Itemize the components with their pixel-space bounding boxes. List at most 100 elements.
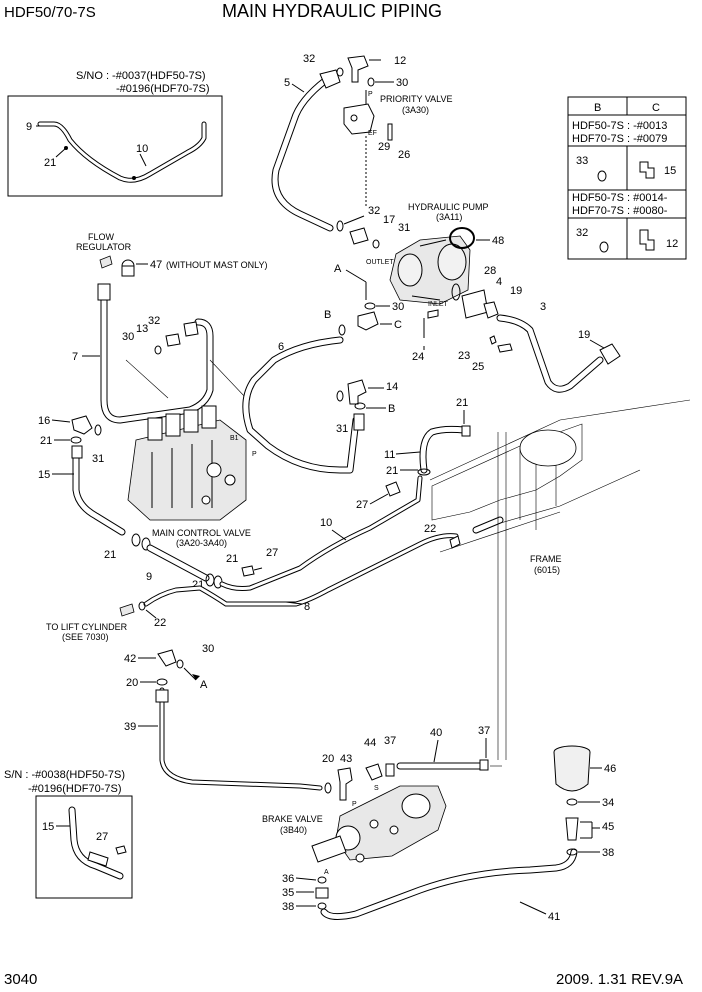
lift-cylinder-label: TO LIFT CYLINDER xyxy=(46,622,128,632)
callout-4: 4 xyxy=(496,276,502,288)
inset-box-top xyxy=(7,95,223,197)
callout-34: 34 xyxy=(602,797,614,809)
callout-26: 26 xyxy=(398,149,410,161)
callout-21-left: 21 xyxy=(40,435,52,447)
port-outlet: OUTLET xyxy=(366,259,394,266)
callout-27-inset: 27 xyxy=(96,831,108,843)
callout-48: 48 xyxy=(492,235,504,247)
callout-30-left: 30 xyxy=(122,331,134,343)
callout-27-upper: 27 xyxy=(356,499,368,511)
table-row1-line1: HDF50-7S : -#0013 xyxy=(572,120,667,132)
priority-valve-ref: (3A30) xyxy=(402,105,429,115)
callout-a-pump: A xyxy=(334,263,342,275)
callout-10: 10 xyxy=(320,517,332,529)
callout-31-left: 31 xyxy=(92,453,104,465)
callout-20-lower: 20 xyxy=(126,677,138,689)
main-control-valve-label: MAIN CONTROL VALVE xyxy=(152,528,251,538)
serial-note-top-line2: -#0196(HDF70-7S) xyxy=(116,83,210,95)
callout-38-right: 38 xyxy=(602,847,614,859)
date-revision: 2009. 1.31 REV.9A xyxy=(556,971,683,988)
callout-15-left: 15 xyxy=(38,469,50,481)
callout-11: 11 xyxy=(384,449,395,461)
callout-19-pump: 19 xyxy=(510,285,522,297)
callout-32-left: 32 xyxy=(148,315,160,327)
table-col-b: B xyxy=(594,102,601,114)
callout-30-top: 30 xyxy=(396,77,408,89)
callout-22-lift: 22 xyxy=(154,617,166,629)
callout-14: 14 xyxy=(386,381,398,393)
callout-5: 5 xyxy=(284,77,290,89)
callout-30-pump: 30 xyxy=(392,301,404,313)
callout-20-brake: 20 xyxy=(322,753,334,765)
callout-23: 23 xyxy=(458,350,470,362)
callout-9: 9 xyxy=(146,571,152,583)
callout-31-mid: 31 xyxy=(336,423,348,435)
callout-21-inset: 21 xyxy=(44,157,56,169)
table-row2-part-c: 12 xyxy=(666,238,678,250)
callout-21-top: 21 xyxy=(456,397,468,409)
callout-29: 29 xyxy=(378,141,390,153)
callout-38-bottom: 38 xyxy=(282,901,294,913)
callout-32-top: 32 xyxy=(303,53,315,65)
callout-46: 46 xyxy=(604,763,616,775)
callout-39: 39 xyxy=(124,721,136,733)
main-control-valve xyxy=(127,405,247,521)
serial-note-bottom-line1: S/N : -#0038(HDF50-7S) xyxy=(4,769,125,781)
callout-b-pump: B xyxy=(324,309,331,321)
inset-box-bottom xyxy=(35,795,133,899)
callout-45: 45 xyxy=(602,821,614,833)
callout-31-pump: 31 xyxy=(398,222,410,234)
serial-note-bottom-line2: -#0196(HDF70-7S) xyxy=(28,783,122,795)
callout-15-inset: 15 xyxy=(42,821,54,833)
port-s-brake: S xyxy=(374,785,379,792)
port-p-mcv: P xyxy=(252,451,257,458)
brake-valve-ref: (3B40) xyxy=(280,825,307,835)
frame-ref: (6015) xyxy=(534,565,560,575)
table-row1-line2: HDF70-7S : -#0079 xyxy=(572,133,667,145)
model-label: HDF50/70-7S xyxy=(4,4,96,21)
page-number: 3040 xyxy=(4,971,37,988)
callout-36: 36 xyxy=(282,873,294,885)
callout-30-lower: 30 xyxy=(202,643,214,655)
callout-7: 7 xyxy=(72,351,78,363)
main-control-valve-ref: (3A20-3A40) xyxy=(176,538,227,548)
callout-24: 24 xyxy=(412,351,424,363)
callout-22-frame: 22 xyxy=(424,523,436,535)
callout-35: 35 xyxy=(282,887,294,899)
callout-37-right: 37 xyxy=(478,725,490,737)
callout-9-inset: 9 xyxy=(26,121,32,133)
callout-19-right: 19 xyxy=(578,329,590,341)
port-ef: EF xyxy=(368,130,377,137)
hydraulic-pump-ref: (3A11) xyxy=(436,212,462,222)
flow-regulator-label2: REGULATOR xyxy=(76,242,132,252)
table-row2-line2: HDF70-7S : #0080- xyxy=(572,205,668,217)
table-row1-part-b: 33 xyxy=(576,155,588,167)
hydraulic-pump xyxy=(389,227,475,305)
callout-21-lower: 21 xyxy=(104,549,116,561)
callout-21-e: 21 xyxy=(226,553,238,565)
table-col-c: C xyxy=(652,102,660,114)
port-b1: B1 xyxy=(230,435,239,442)
page-title: MAIN HYDRAULIC PIPING xyxy=(222,1,442,21)
callout-13: 13 xyxy=(136,323,148,335)
callout-b-mid: B xyxy=(388,403,395,415)
port-inlet: INLET xyxy=(428,301,449,308)
port-p-priority: P xyxy=(368,91,373,98)
callout-40: 40 xyxy=(430,727,442,739)
port-a-brake: A xyxy=(324,869,329,876)
lift-cylinder-ref: (SEE 7030) xyxy=(62,632,109,642)
brake-reservoir xyxy=(553,745,591,792)
table-row2-line1: HDF50-7S : #0014- xyxy=(572,192,668,204)
callout-32-pump: 32 xyxy=(368,205,380,217)
table-row1-part-c: 15 xyxy=(664,165,676,177)
hydraulic-pump-label: HYDRAULIC PUMP xyxy=(408,202,489,212)
callout-43: 43 xyxy=(340,753,352,765)
callout-12-top: 12 xyxy=(394,55,406,67)
callout-a-lower: A xyxy=(200,679,208,691)
flow-regulator-label: FLOW xyxy=(88,232,115,242)
callout-41: 41 xyxy=(548,911,560,923)
callout-27-mid: 27 xyxy=(266,547,278,559)
callout-44: 44 xyxy=(364,737,376,749)
callout-25: 25 xyxy=(472,361,484,373)
